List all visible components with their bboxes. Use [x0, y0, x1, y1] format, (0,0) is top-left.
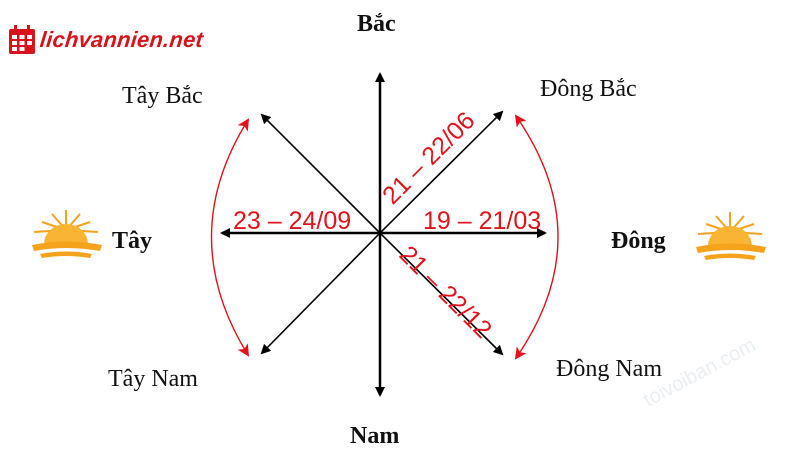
site-logo[interactable]: lichvannien.net [8, 22, 205, 58]
arrow-northwest [260, 113, 381, 234]
arrow-southwest [260, 232, 381, 355]
date-east: 19 – 21/03 [423, 207, 542, 235]
label-east: Đông [611, 228, 666, 254]
date-west: 23 – 24/09 [233, 207, 352, 235]
sunrise-icon-west [32, 210, 102, 258]
label-southeast: Đông Nam [556, 356, 662, 382]
calendar-icon [9, 25, 35, 54]
label-north: Bắc [357, 11, 396, 37]
label-northeast: Đông Bắc [540, 76, 637, 102]
arrow-southeast [379, 232, 504, 356]
arrow-northeast [379, 110, 504, 234]
east-arc [514, 114, 559, 360]
label-south: Nam [350, 423, 400, 449]
west-arc [210, 118, 250, 357]
label-southwest: Tây Nam [108, 366, 198, 392]
label-west: Tây [112, 228, 153, 254]
label-northwest: Tây Bắc [122, 83, 203, 109]
sunrise-icon-east [696, 212, 766, 260]
